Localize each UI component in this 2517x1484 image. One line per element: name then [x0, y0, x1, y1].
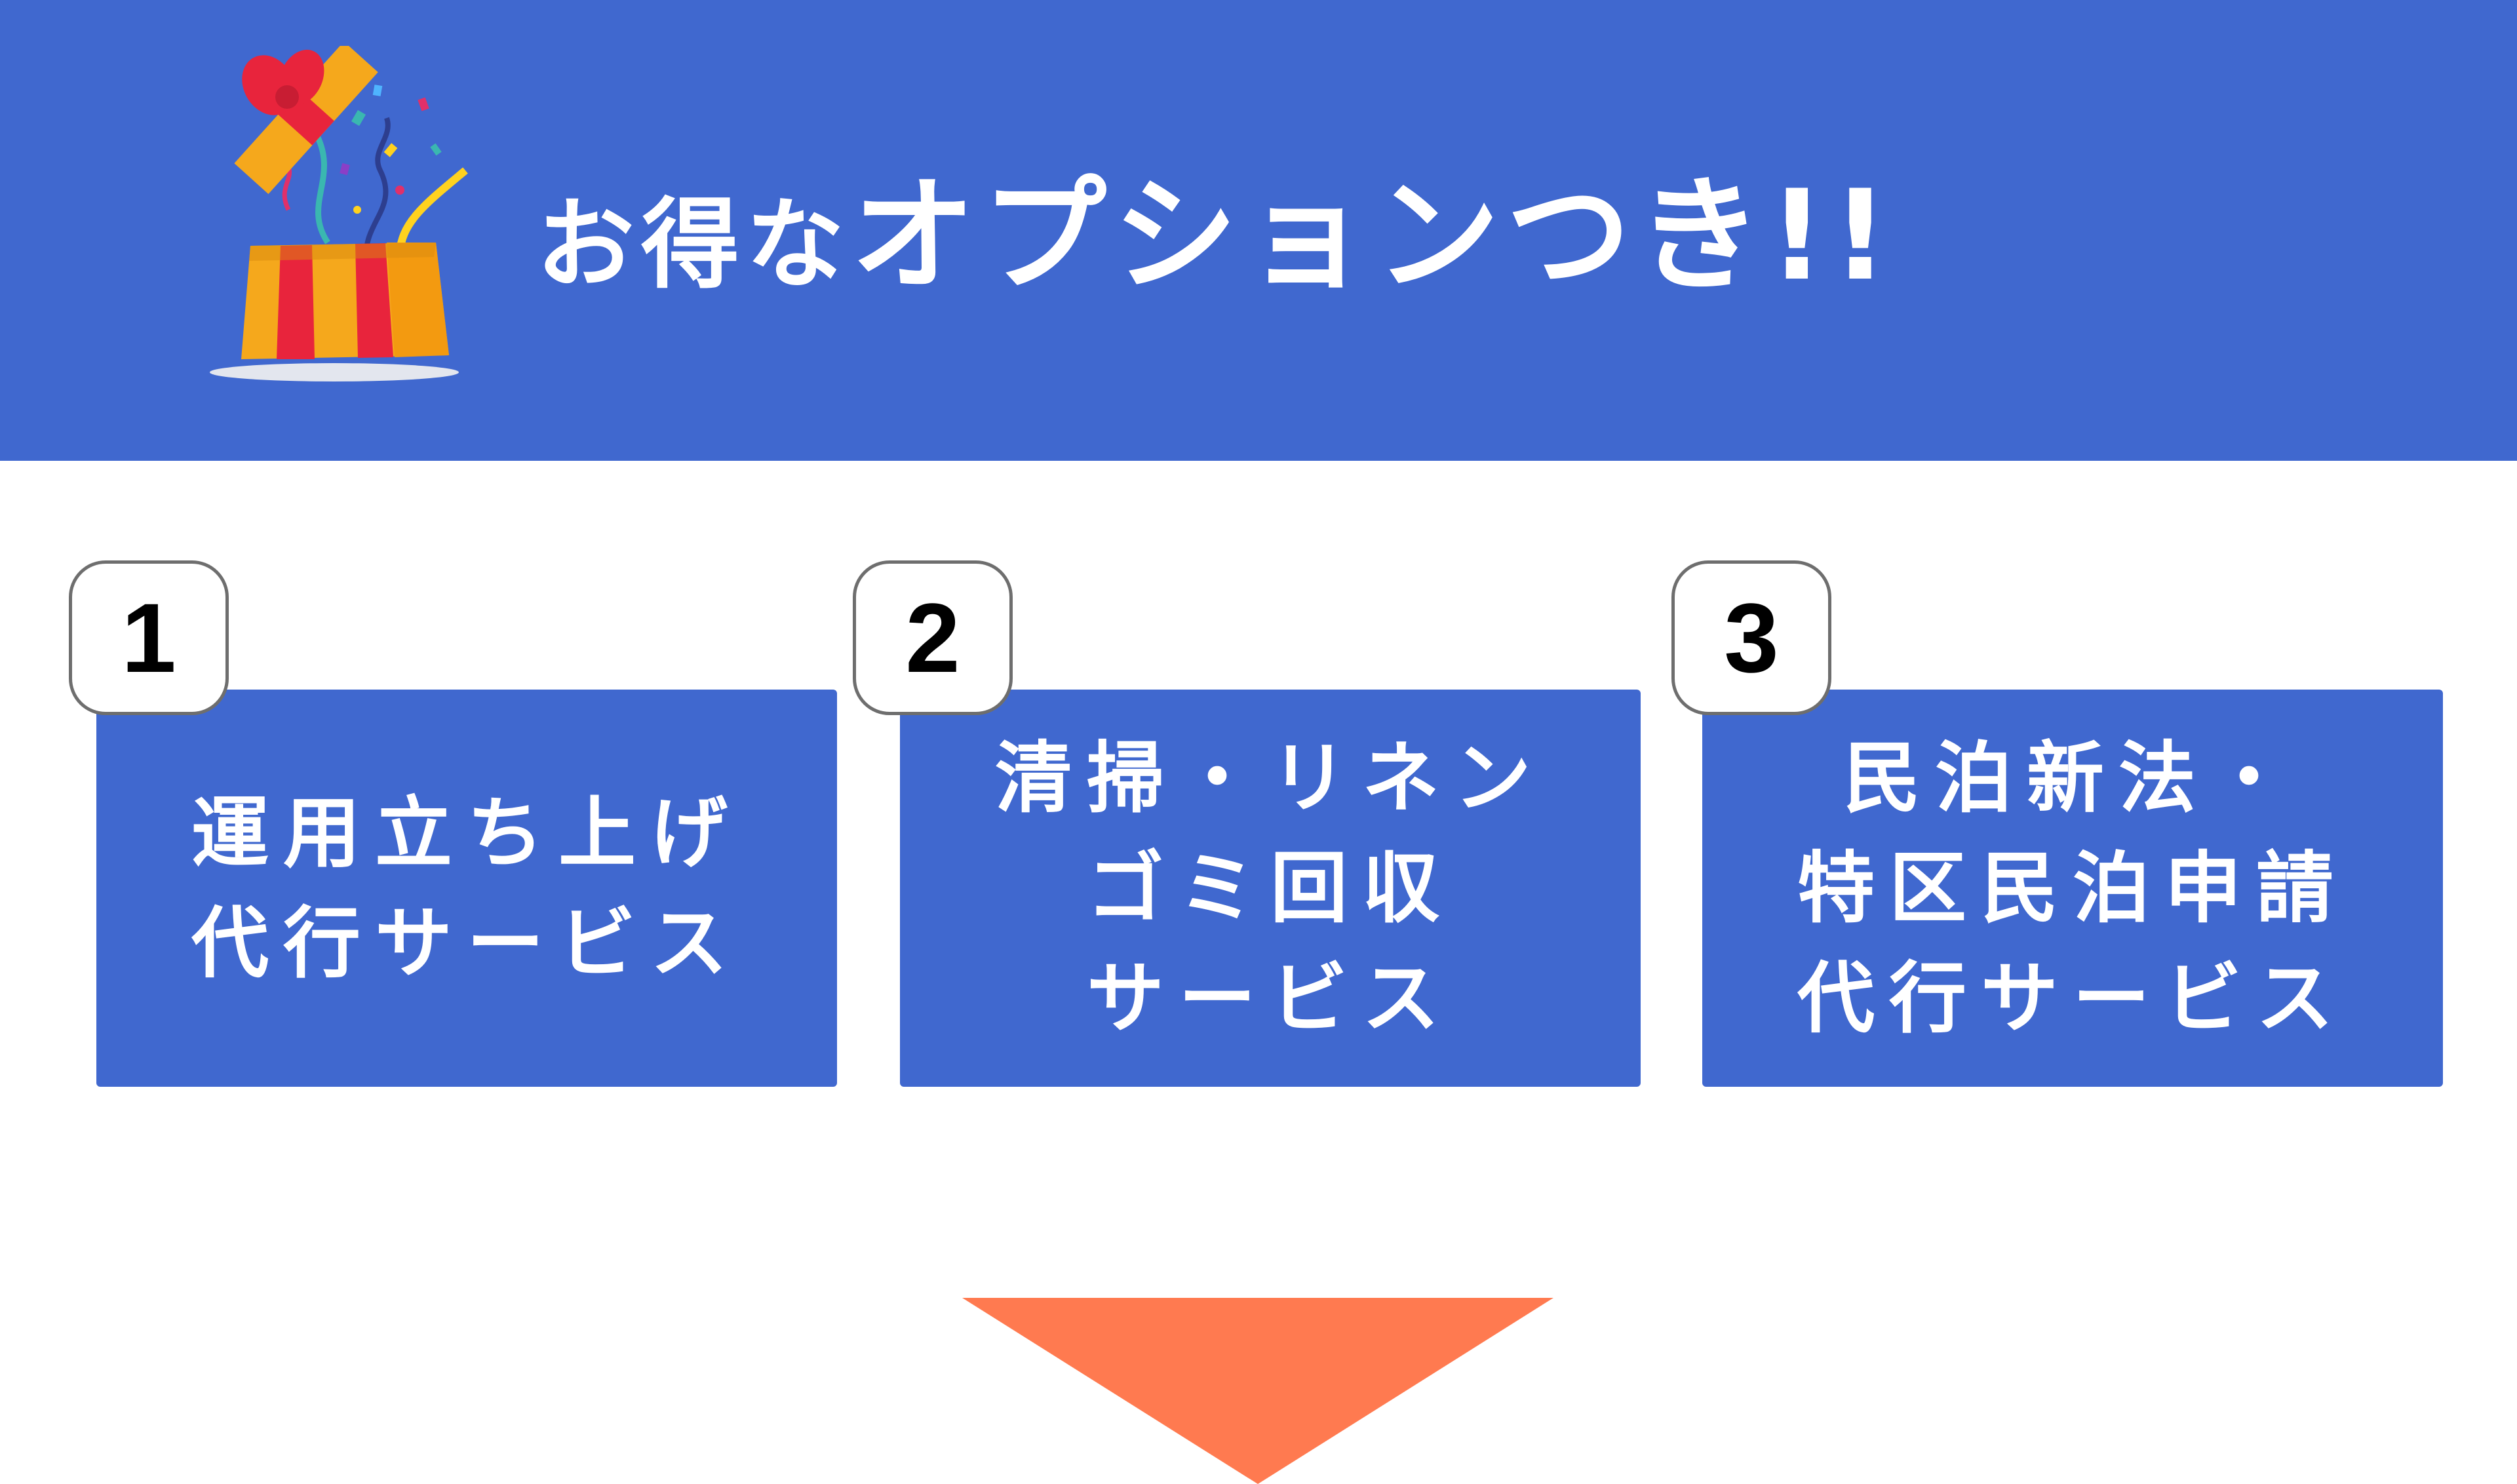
option-number-badge-3: 3 [1671, 560, 1831, 715]
down-arrow-icon [962, 1298, 1553, 1484]
header-banner: お得なオプションつき!! [0, 0, 2517, 461]
option-2-line-3: サービス [1086, 953, 1454, 1044]
option-1-line-1: 運用立ち上げ [191, 788, 742, 878]
title-main: オプションつき!! [851, 163, 1896, 308]
option-3-line-2: 特区民泊申請 [1797, 843, 2348, 933]
title-prefix: お得な [536, 188, 851, 302]
option-2-line-1: 清掃・リネン [994, 733, 1546, 823]
option-number-badge-1: 1 [69, 560, 229, 715]
option-number-badge-2: 2 [853, 560, 1013, 715]
page-title: お得なオプションつき!! [536, 157, 1895, 315]
option-3-line-1: 民泊新法・ [1843, 733, 2302, 823]
option-card-2: 清掃・リネン ゴミ回収 サービス [900, 690, 1641, 1087]
option-card-3: 民泊新法・ 特区民泊申請 代行サービス [1702, 690, 2443, 1087]
option-3-line-3: 代行サービス [1797, 953, 2348, 1044]
option-card-1: 運用立ち上げ 代行サービス [96, 690, 837, 1087]
option-1-line-2: 代行サービス [191, 898, 742, 988]
option-2-line-2: ゴミ回収 [1086, 843, 1454, 933]
gift-box-icon [210, 46, 468, 381]
